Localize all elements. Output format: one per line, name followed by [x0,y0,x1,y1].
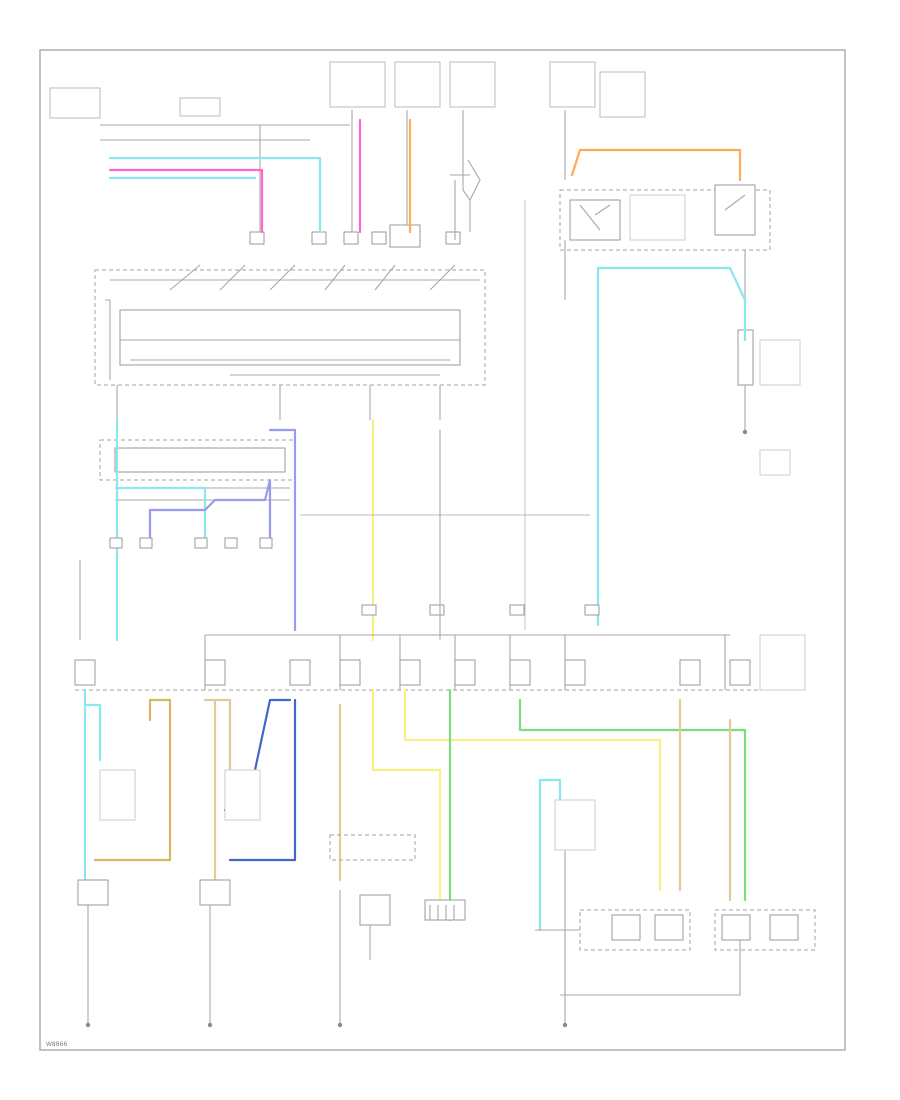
cyan-wire-relay [596,266,747,627]
diagram-code: W8866 [46,1041,67,1048]
tan-wire-lower-2 [203,698,232,882]
tan-wire-right [338,698,732,902]
cyan-wire-lower [83,688,102,882]
tan-wire-lower-1 [93,698,172,862]
rear-lamps [554,799,816,1028]
mid-connectors [109,537,600,616]
top-connectors [249,224,461,248]
green-wire-lower [448,688,747,922]
magenta-wire [108,168,264,234]
headlamp-switch-block [94,264,486,386]
park-lamp-relay [559,184,771,435]
left-front-lamps [77,769,343,1028]
cyan-wire-mid [115,418,207,542]
fuse-block [74,634,806,691]
cyan-wire-right [538,778,562,932]
diagram-border [39,49,846,1051]
orange-wire-right [570,148,742,182]
yellow-wire-lower [371,688,662,922]
lavender-wire-mid [148,428,297,632]
cyan-wire-top-1 [108,156,322,234]
top-feed-labels [49,61,646,119]
dimmer-switch-block [99,439,296,501]
trailer-connector [329,834,466,960]
